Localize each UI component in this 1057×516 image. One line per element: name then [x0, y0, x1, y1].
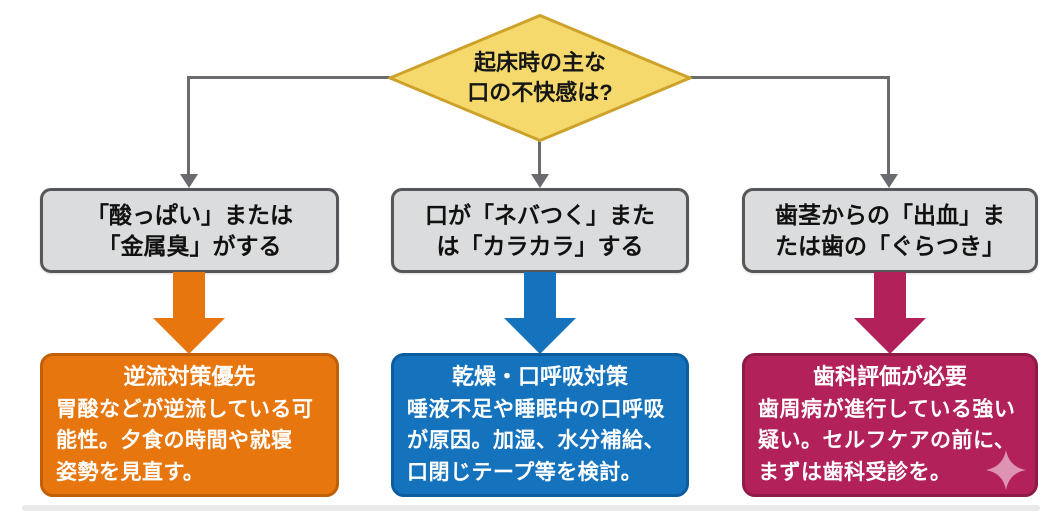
result-box-dental: 歯科評価が必要 歯周病が進行している強い 疑い。セルフケアの前に、 まずは歯科受… [742, 353, 1038, 497]
connector-middle-vertical [538, 139, 541, 177]
result-body: 歯周病が進行している強い 疑い。セルフケアの前に、 まずは歯科受診を。 [758, 397, 1016, 484]
connector-right-horizontal [690, 76, 889, 79]
condition-node-sour-metallic: 「酸っぱい」または 「金属臭」がする [40, 188, 339, 273]
condition-node-bleeding-loose: 歯茎からの「出血」ま たは歯の「ぐらつき」 [742, 188, 1038, 273]
connector-middle-arrowhead-icon [531, 174, 549, 188]
result-box-reflux: 逆流対策優先 胃酸などが逆流している可 能性。夕食の時間や就寝 姿勢を見直す。 [40, 353, 339, 497]
diamond-shape [388, 14, 692, 142]
sparkle-icon [986, 450, 1026, 490]
flow-arrow-blue-head-icon [504, 318, 576, 354]
bottom-divider [22, 505, 1040, 511]
result-body: 唾液不足や睡眠中の口呼吸 が原因。加湿、水分補給、 口閉じテープ等を検討。 [407, 397, 665, 484]
connector-right-vertical [887, 76, 890, 176]
result-box-dryness: 乾燥・口呼吸対策 唾液不足や睡眠中の口呼吸 が原因。加湿、水分補給、 口閉じテー… [391, 353, 689, 497]
flow-arrow-crimson-head-icon [854, 318, 926, 354]
condition-node-sticky-dry: 口が「ネバつく」また は「カラカラ」する [391, 188, 689, 273]
connector-left-vertical [187, 76, 190, 176]
flow-arrow-blue-shaft [524, 272, 556, 318]
flow-arrow-orange-head-icon [153, 318, 225, 354]
flow-arrow-orange-shaft [173, 272, 205, 318]
decision-node: 起床時の主な 口の不快感は? [388, 14, 692, 142]
connector-left-arrowhead-icon [180, 174, 198, 188]
flow-arrow-crimson-shaft [874, 272, 906, 318]
result-title: 乾燥・口呼吸対策 [451, 364, 628, 389]
result-title: 逆流対策優先 [123, 364, 256, 389]
result-body: 胃酸などが逆流している可 能性。夕食の時間や就寝 姿勢を見直す。 [56, 397, 314, 484]
connector-left-horizontal [187, 76, 390, 79]
decision-label: 起床時の主な 口の不快感は? [467, 50, 613, 105]
result-title: 歯科評価が必要 [812, 364, 967, 389]
connector-right-arrowhead-icon [880, 174, 898, 188]
